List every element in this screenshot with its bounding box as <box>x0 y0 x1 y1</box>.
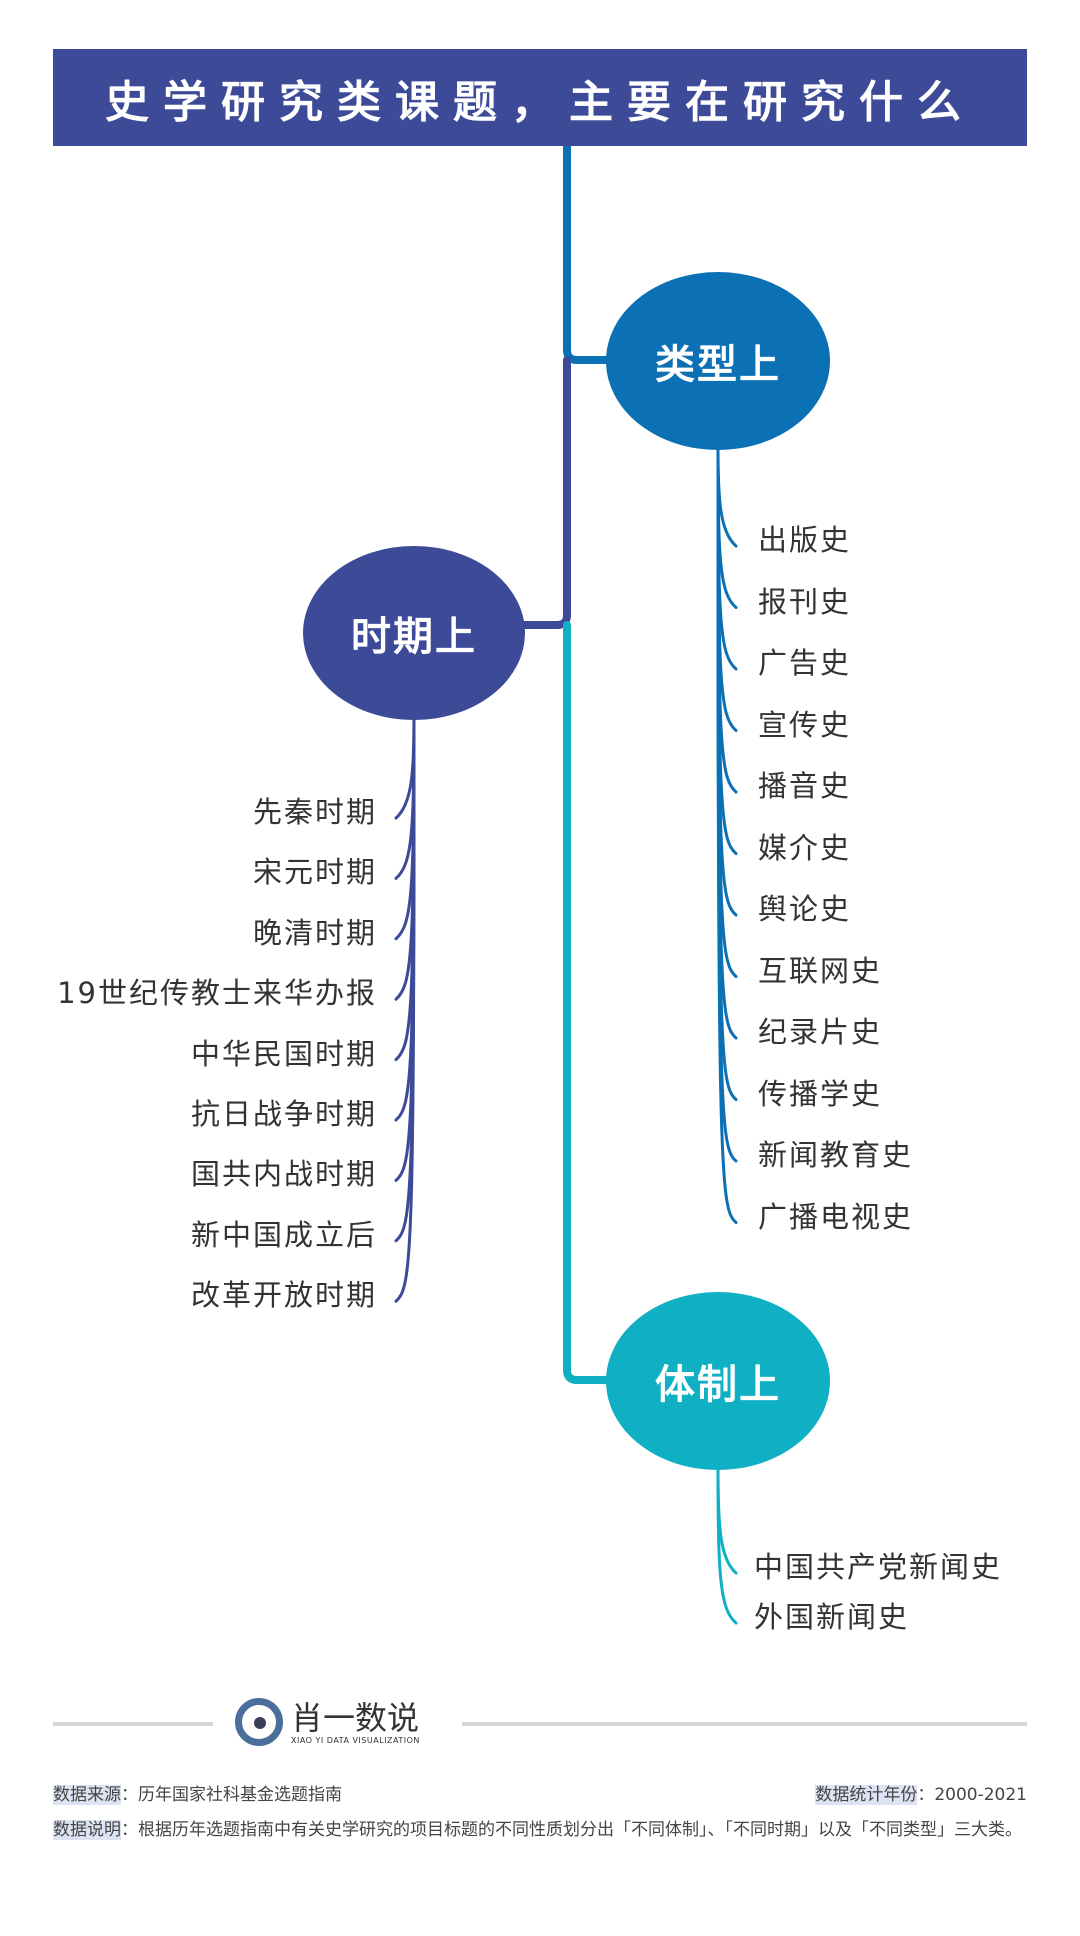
list-item: 先秦时期 <box>252 795 377 829</box>
list-item: 19世纪传教士来华办报 <box>57 976 377 1011</box>
list-item: 中华民国时期 <box>190 1036 377 1071</box>
list-item: 改革开放时期 <box>190 1278 377 1313</box>
list-item: 抗日战争时期 <box>190 1097 377 1131</box>
list-item: 出版史 <box>758 523 852 557</box>
logo-name: 肖一数说 <box>291 1698 420 1737</box>
list-item: 宋元时期 <box>252 855 377 890</box>
list-item: 报刊史 <box>758 584 852 619</box>
list-item: 宣传史 <box>758 707 852 742</box>
list-item: 广播电视史 <box>758 1199 914 1234</box>
list-item: 晚清时期 <box>252 915 377 950</box>
list-item: 国共内战时期 <box>190 1157 377 1192</box>
years-label: 数据统计年份 <box>815 1785 918 1805</box>
node-type: 类型上 <box>606 272 830 450</box>
branch-line <box>394 716 416 820</box>
list-item: 外国新闻史 <box>754 1600 910 1634</box>
footer-divider <box>53 1722 213 1726</box>
trunk-to-period <box>516 356 571 629</box>
footer-divider <box>462 1722 1027 1726</box>
source-value: ：历年国家社科基金选题指南 <box>121 1785 342 1805</box>
branch-line <box>716 446 738 548</box>
branch-line <box>716 446 738 1224</box>
list-item: 传播学史 <box>758 1076 883 1111</box>
list-item: 中国共产党新闻史 <box>754 1550 1003 1584</box>
data-source: 数据来源：历年国家社科基金选题指南 <box>53 1784 342 1806</box>
note-value: ：根据历年选题指南中有关史学研究的项目标题的不同性质划分出「不同体制」、「不同时… <box>121 1820 1022 1840</box>
trunk-to-type <box>563 142 614 364</box>
list-item: 舆论史 <box>758 892 852 926</box>
brand-logo: 肖一数说 XIAO YI DATA VISUALIZATION <box>235 1698 420 1746</box>
data-note: 数据说明：根据历年选题指南中有关史学研究的项目标题的不同性质划分出「不同体制」、… <box>53 1814 1027 1846</box>
node-period: 时期上 <box>303 546 525 720</box>
branch-line <box>716 1466 738 1625</box>
source-label: 数据来源 <box>53 1785 121 1805</box>
node-system: 体制上 <box>606 1292 830 1470</box>
logo-subtitle: XIAO YI DATA VISUALIZATION <box>291 1735 420 1745</box>
list-item: 新闻教育史 <box>758 1138 914 1172</box>
list-item: 互联网史 <box>758 953 883 988</box>
list-item: 纪录片史 <box>758 1015 883 1049</box>
list-item: 广告史 <box>758 646 852 680</box>
list-item: 新中国成立后 <box>190 1217 377 1252</box>
years-value: ：2000-2021 <box>917 1785 1027 1805</box>
list-item: 媒介史 <box>758 830 852 865</box>
branch-line <box>394 716 416 1303</box>
data-years: 数据统计年份：2000-2021 <box>815 1784 1027 1806</box>
note-label: 数据说明 <box>53 1820 121 1840</box>
logo-icon <box>235 1698 283 1746</box>
trunk-to-system <box>563 621 614 1384</box>
list-item: 播音史 <box>758 769 852 803</box>
page-title: 史学研究类课题，主要在研究什么 <box>53 49 1027 146</box>
